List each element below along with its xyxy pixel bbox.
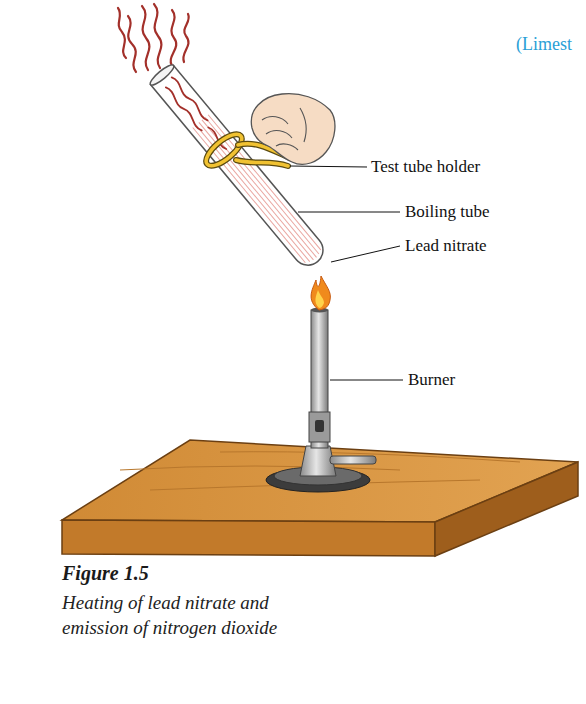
part-label: Burner [408, 370, 455, 390]
flame [311, 276, 330, 310]
section-heading-fragment: (Limest [516, 34, 572, 54]
part-label: Test tube holder [371, 157, 480, 177]
part-label: Lead nitrate [405, 236, 487, 256]
wooden-table [62, 440, 578, 556]
part-label: Boiling tube [405, 202, 490, 222]
figure-caption: Heating of lead nitrate and emission of … [62, 590, 337, 640]
figure-number: Figure 1.5 [62, 562, 149, 585]
boiling-tube [148, 62, 329, 271]
hand [251, 94, 335, 165]
bunsen-burner [266, 308, 376, 493]
leader-lines [290, 166, 403, 380]
nitrogen-dioxide-fumes [118, 4, 189, 72]
